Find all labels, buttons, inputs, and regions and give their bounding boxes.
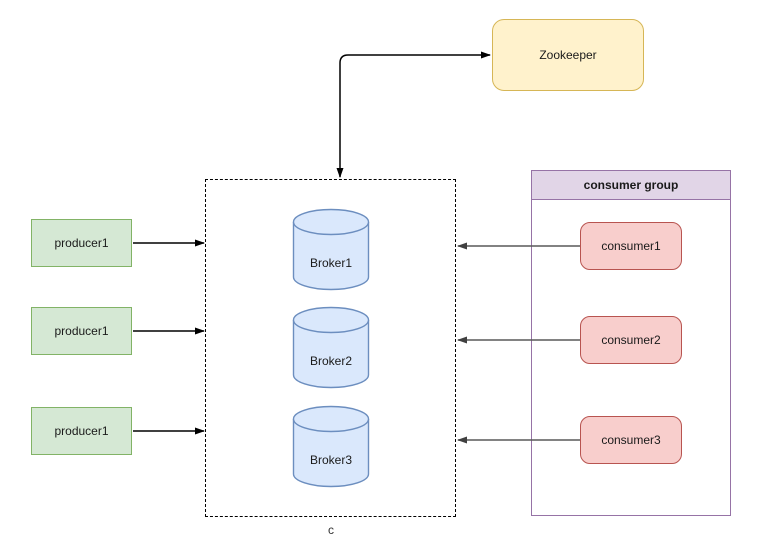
cluster-caption: c bbox=[328, 523, 334, 537]
producer-node-1: producer1 bbox=[31, 219, 132, 267]
consumer-label: consumer3 bbox=[601, 432, 661, 447]
producer-label: producer1 bbox=[54, 423, 109, 438]
broker-node-3: Broker3 bbox=[292, 405, 370, 489]
broker-label: Broker1 bbox=[309, 256, 353, 270]
producer-node-2: producer1 bbox=[31, 307, 132, 355]
broker-node-1: Broker1 bbox=[292, 208, 370, 292]
cylinder-icon bbox=[292, 306, 370, 389]
consumer-group-header: consumer group bbox=[532, 171, 730, 200]
producer-label: producer1 bbox=[54, 235, 109, 250]
broker-label: Broker2 bbox=[309, 354, 353, 368]
consumer-group-title: consumer group bbox=[583, 178, 679, 192]
consumer-node-3: consumer3 bbox=[580, 416, 682, 464]
arrow-brokers-zookeeper bbox=[336, 51, 491, 178]
cylinder-icon bbox=[292, 208, 370, 291]
zookeeper-label: Zookeeper bbox=[539, 47, 597, 62]
producer-label: producer1 bbox=[54, 323, 109, 338]
broker-cluster-box bbox=[205, 179, 456, 517]
producer-node-3: producer1 bbox=[31, 407, 132, 455]
cylinder-icon bbox=[292, 405, 370, 488]
broker-label: Broker3 bbox=[309, 453, 353, 467]
zookeeper-node: Zookeeper bbox=[492, 19, 644, 91]
consumer-node-2: consumer2 bbox=[580, 316, 682, 364]
consumer-label: consumer1 bbox=[601, 238, 661, 253]
consumer-label: consumer2 bbox=[601, 332, 661, 347]
broker-node-2: Broker2 bbox=[292, 306, 370, 390]
consumer-node-1: consumer1 bbox=[580, 222, 682, 270]
